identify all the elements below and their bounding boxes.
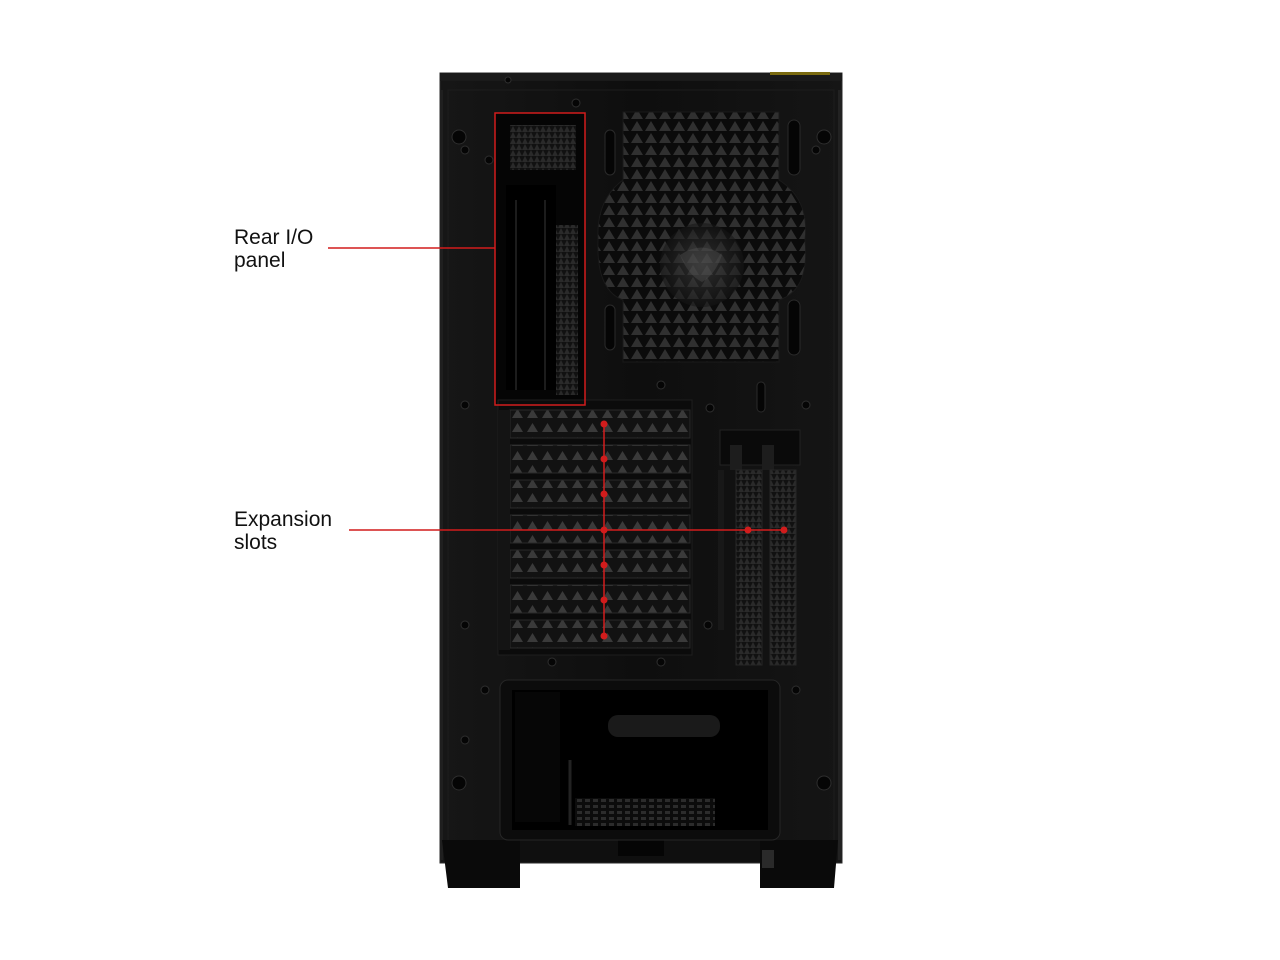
rear-io-label: Rear I/O panel	[234, 226, 314, 272]
psu-bay	[499, 679, 781, 841]
rear-io-callout	[328, 112, 586, 406]
vertical-expansion-slots	[718, 429, 801, 666]
rear-fan	[597, 111, 807, 413]
horizontal-expansion-slots	[497, 399, 693, 656]
rear-io-opening	[495, 113, 585, 405]
expansion-slots-label: Expansion slots	[234, 508, 333, 554]
expansion-slots-callout	[349, 420, 788, 640]
